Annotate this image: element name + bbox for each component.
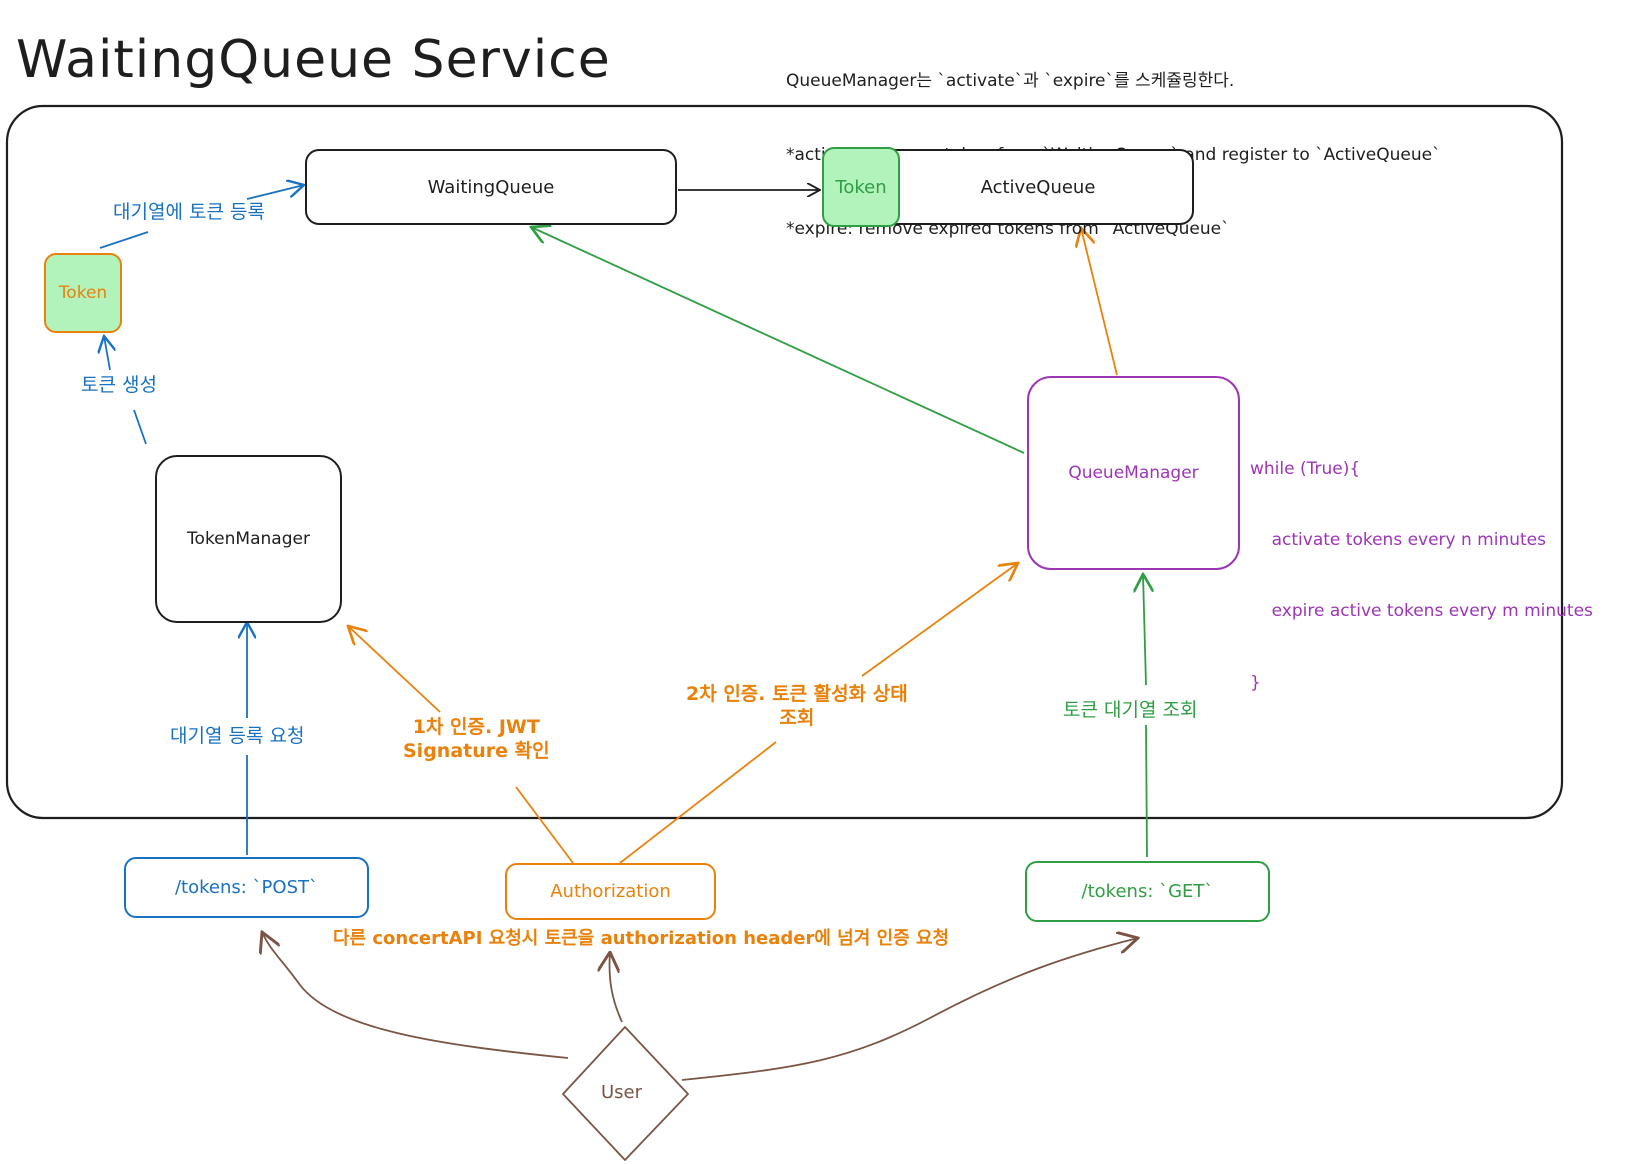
queue-manager-label: QueueManager bbox=[1068, 463, 1199, 483]
queue-manager-node[interactable]: QueueManager bbox=[1027, 376, 1240, 570]
code-line: } bbox=[1250, 672, 1261, 693]
edge-token-to-waiting-lower bbox=[99, 231, 149, 249]
edge-get-to-qm-lower bbox=[1145, 724, 1148, 858]
token-label: Token bbox=[58, 283, 108, 303]
get-endpoint-node[interactable]: /tokens: `GET` bbox=[1025, 861, 1270, 922]
waiting-queue-label: WaitingQueue bbox=[427, 176, 555, 198]
page-title: WaitingQueue Service bbox=[16, 30, 611, 90]
code-line: expire active tokens every m minutes bbox=[1250, 601, 1593, 622]
edge-user-to-get bbox=[681, 938, 1138, 1081]
post-endpoint-label: /tokens: `POST` bbox=[174, 877, 318, 898]
edge-manager-to-token-upper bbox=[104, 336, 110, 371]
edge-auth-to-tm-upper bbox=[348, 626, 441, 713]
authorization-label: Authorization bbox=[550, 881, 671, 902]
scheduler-note: QueueManager는 `activate`과 `expire`를 스케쥴링… bbox=[786, 20, 1441, 266]
edge-manager-to-token-lower bbox=[133, 409, 147, 445]
active-token-label: Token bbox=[835, 176, 887, 198]
code-line: activate tokens every n minutes bbox=[1250, 529, 1546, 550]
user-label: User bbox=[601, 1082, 643, 1103]
note-line: QueueManager는 `activate`과 `expire`를 스케쥴링… bbox=[786, 71, 1235, 92]
edge-auth-to-qm-lower bbox=[619, 741, 777, 864]
token-manager-node[interactable]: TokenManager bbox=[155, 455, 342, 623]
get-endpoint-label: /tokens: `GET` bbox=[1081, 881, 1214, 902]
edge-auth-to-qm-upper bbox=[861, 563, 1018, 677]
edge-user-to-post bbox=[262, 932, 569, 1059]
edge-label-queue-register-request: 대기열 등록 요청 bbox=[167, 725, 308, 749]
active-token-node[interactable]: Token bbox=[822, 147, 900, 227]
edge-auth-to-tm-lower bbox=[515, 786, 574, 864]
edge-label-auth-first: 1차 인증. JWT Signature 확인 bbox=[400, 716, 553, 764]
token-node[interactable]: Token bbox=[44, 253, 122, 333]
scheduler-loop-code: while (True){ activate tokens every n mi… bbox=[1250, 410, 1593, 719]
token-manager-label: TokenManager bbox=[187, 529, 310, 549]
edge-label-register-token: 대기열에 토큰 등록 bbox=[110, 201, 268, 225]
edge-label-auth-header: 다른 concertAPI 요청시 토큰을 authorization head… bbox=[330, 928, 953, 951]
waiting-queue-node[interactable]: WaitingQueue bbox=[305, 149, 677, 225]
active-queue-label: ActiveQueue bbox=[980, 176, 1096, 198]
edge-get-to-qm-upper bbox=[1143, 574, 1146, 686]
edge-token-to-waiting-upper bbox=[246, 185, 304, 200]
edge-label-auth-second: 2차 인증. 토큰 활성화 상태 조회 bbox=[683, 683, 911, 731]
edge-user-to-auth bbox=[610, 952, 623, 1023]
post-endpoint-node[interactable]: /tokens: `POST` bbox=[124, 857, 369, 918]
authorization-node[interactable]: Authorization bbox=[505, 863, 716, 920]
edge-label-create-token: 토큰 생성 bbox=[78, 374, 160, 398]
edge-label-token-queue-lookup: 토큰 대기열 조회 bbox=[1060, 699, 1201, 723]
code-line: while (True){ bbox=[1250, 458, 1361, 479]
